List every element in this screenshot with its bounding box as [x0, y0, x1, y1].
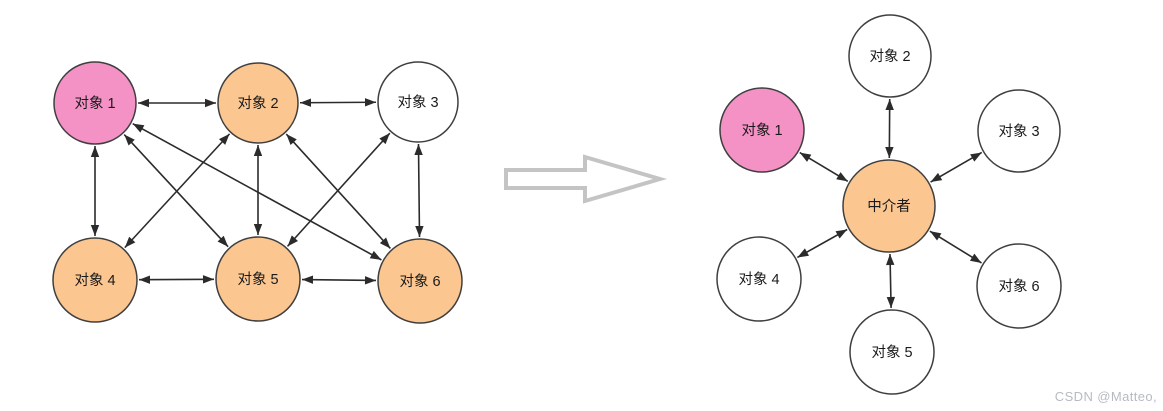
arrowhead-icon — [414, 143, 423, 156]
right-node-obj3: 对象 3 — [977, 89, 1061, 173]
right-node-obj2: 对象 2 — [848, 14, 932, 98]
watermark: CSDN @Matteo, — [1054, 389, 1157, 404]
arrowhead-icon — [301, 275, 314, 284]
arrowhead-icon — [379, 133, 390, 145]
right-node-obj5: 对象 5 — [849, 309, 935, 395]
right-node-obj6: 对象 6 — [976, 243, 1062, 329]
arrowhead-icon — [930, 172, 943, 183]
left-node-obj4: 对象 4 — [52, 237, 138, 323]
arrowhead-icon — [835, 229, 848, 239]
transform-arrow-icon — [504, 154, 668, 204]
right-diagram: 中介者 对象 1 对象 2 对象 3 对象 4 对象 5 对象 6 — [716, 14, 1062, 395]
arrowhead-icon — [415, 225, 424, 238]
left-edge-obj1-obj2 — [138, 98, 216, 108]
arrowhead-icon — [836, 172, 848, 182]
right-edge-mediator-obj4 — [796, 228, 848, 259]
arrowhead-icon — [124, 134, 135, 146]
right-node-obj1-label: 对象 1 — [741, 122, 782, 139]
right-edge-mediator-obj2 — [885, 98, 894, 159]
left-node-obj1-label: 对象 1 — [74, 95, 115, 112]
left-node-obj5-label: 对象 5 — [237, 271, 278, 288]
left-node-obj2: 对象 2 — [217, 62, 299, 144]
left-edge-obj5-obj6 — [301, 275, 377, 285]
left-node-obj3-label: 对象 3 — [397, 94, 438, 111]
left-edge-obj4-obj5 — [138, 275, 215, 284]
arrowhead-icon — [369, 250, 382, 260]
right-node-obj3-label: 对象 3 — [998, 123, 1039, 140]
left-diagram: 对象 1 对象 2 对象 3 对象 4 对象 5 对象 6 — [52, 61, 463, 324]
arrowhead-icon — [885, 146, 894, 159]
left-edge-obj1-obj5 — [123, 134, 229, 248]
arrowhead-icon — [364, 98, 377, 107]
right-node-obj4-label: 对象 4 — [738, 271, 779, 288]
arrowhead-icon — [205, 98, 216, 108]
left-edge-obj1-obj4 — [90, 146, 100, 236]
arrowhead-icon — [202, 275, 215, 284]
arrowhead-icon — [799, 152, 812, 162]
right-node-obj1: 对象 1 — [719, 87, 805, 173]
arrowhead-icon — [217, 235, 229, 247]
arrowhead-icon — [287, 235, 298, 247]
left-node-obj3: 对象 3 — [377, 61, 459, 143]
arrowhead-icon — [970, 152, 982, 162]
arrowhead-icon — [886, 253, 895, 266]
left-node-obj5: 对象 5 — [215, 236, 301, 322]
arrowhead-icon — [379, 237, 391, 249]
arrowhead-icon — [253, 224, 263, 235]
left-edge-obj3-obj6 — [414, 143, 424, 238]
right-node-mediator: 中介者 — [842, 159, 936, 253]
right-edge-mediator-obj6 — [929, 230, 982, 264]
left-edge-obj2-obj3 — [299, 98, 377, 107]
arrowhead-icon — [138, 275, 151, 284]
left-edge-obj3-obj5 — [286, 132, 391, 247]
right-node-obj6-label: 对象 6 — [998, 278, 1039, 295]
arrowhead-icon — [286, 134, 297, 146]
left-edge-obj1-obj6 — [132, 122, 382, 261]
arrowhead-icon — [969, 253, 982, 263]
left-edge-obj2-obj4 — [124, 133, 231, 249]
arrowhead-icon — [253, 145, 263, 156]
right-node-obj2-label: 对象 2 — [869, 48, 910, 65]
right-edge-mediator-obj1 — [799, 151, 849, 183]
arrowhead-icon — [797, 248, 810, 258]
left-node-obj4-label: 对象 4 — [74, 272, 115, 289]
left-node-obj6: 对象 6 — [377, 238, 463, 324]
right-node-obj4: 对象 4 — [716, 236, 802, 322]
arrowhead-icon — [90, 225, 100, 236]
arrowhead-icon — [219, 133, 230, 145]
right-node-obj5-label: 对象 5 — [871, 344, 912, 361]
arrowhead-icon — [886, 296, 896, 309]
arrowhead-icon — [299, 98, 312, 107]
left-node-obj6-label: 对象 6 — [399, 273, 440, 290]
right-edge-mediator-obj3 — [930, 151, 983, 183]
arrowhead-icon — [90, 146, 100, 157]
right-edge-mediator-obj5 — [886, 253, 896, 309]
left-node-obj1: 对象 1 — [53, 61, 137, 145]
arrowhead-icon — [124, 236, 136, 248]
arrowhead-icon — [364, 276, 377, 285]
arrowhead-icon — [132, 123, 145, 133]
arrowhead-icon — [885, 98, 894, 111]
left-node-obj2-label: 对象 2 — [237, 95, 278, 112]
right-node-mediator-label: 中介者 — [867, 198, 911, 215]
arrowhead-icon — [929, 231, 942, 241]
arrowhead-icon — [138, 98, 149, 108]
left-edge-obj2-obj5 — [253, 145, 263, 235]
